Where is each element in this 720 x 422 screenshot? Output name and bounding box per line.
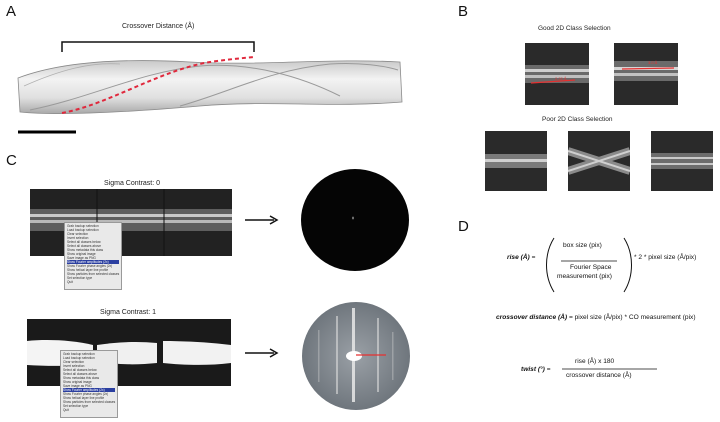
menu-top-item-10[interactable]: Show Fourier phase angles (2x) — [67, 264, 113, 268]
menu-bottom-item-2[interactable]: Clear selection — [63, 360, 85, 364]
sigma-0-classes-image — [30, 189, 232, 256]
twist-fraction-bar — [562, 368, 657, 370]
twist-equals: = — [546, 366, 551, 373]
poor-class-2[interactable] — [568, 131, 630, 191]
menu-bottom-item-5[interactable]: Select all classes above — [63, 372, 98, 376]
filament-surface — [17, 60, 403, 115]
menu-bottom-item-9-selected[interactable]: Show Fourier amplitudes (2x) — [63, 388, 115, 392]
arrow-right-icon — [245, 348, 279, 358]
sigma-1-classes-image — [27, 319, 231, 386]
rise-numerator: box size (pix) — [563, 242, 602, 249]
fft-sigma-0 — [301, 169, 409, 271]
menu-top-item-9-selected[interactable]: Show Fourier amplitudes (2x) — [67, 260, 119, 264]
context-menu-top[interactable]: Grab backup selection Load backup select… — [64, 222, 122, 290]
panel-label-a: A — [6, 3, 17, 20]
crossover-bracket-label: Crossover Distance (Å) — [122, 23, 195, 30]
menu-top-item-12[interactable]: Show particles from selected classes — [67, 272, 120, 276]
poor-class-1[interactable] — [485, 131, 547, 191]
panel-label-b: B — [458, 3, 469, 20]
menu-top-item-1[interactable]: Load backup selection — [67, 228, 99, 232]
poor-class-title: Poor 2D Class Selection — [542, 116, 613, 123]
menu-bottom-item-8[interactable]: Save image as PNG — [63, 384, 92, 388]
menu-top-item-11[interactable]: Show helical layer line profile — [67, 268, 109, 272]
menu-top-item-8[interactable]: Save image as PNG — [67, 256, 96, 260]
rise-denominator-1: Fourier Space — [570, 264, 612, 271]
menu-top-item-15[interactable]: Quit — [67, 280, 73, 284]
good-class-title: Good 2D Class Selection — [538, 25, 611, 32]
menu-bottom-item-1[interactable]: Load backup selection — [63, 356, 95, 360]
sigma-1-title: Sigma Contrast: 1 — [100, 309, 157, 316]
good-class-1-image — [525, 43, 589, 105]
menu-bottom-item-3[interactable]: Invert selection — [63, 364, 85, 368]
sigma-1-class-strip — [27, 319, 231, 386]
menu-top-item-0[interactable]: Grab backup selection — [67, 224, 99, 228]
menu-bottom-item-13[interactable]: Set selection type — [63, 404, 89, 408]
rise-lhs: rise (Å) — [507, 254, 530, 261]
sigma-0-class-strip — [30, 189, 232, 256]
rise-equation: rise (Å) = — [507, 254, 535, 261]
good-class-1[interactable]: 2.22 Å — [525, 43, 589, 105]
menu-top-item-7[interactable]: Show original image — [67, 252, 96, 256]
good-class-2[interactable]: 3.0 Å — [614, 43, 678, 105]
menu-bottom-item-12[interactable]: Show particles from selected classes — [63, 400, 116, 404]
crossover-equation: crossover distance (Å) = pixel size (Å/p… — [496, 314, 696, 321]
menu-top-item-4[interactable]: Select all classes below — [67, 240, 101, 244]
good-class-2-image — [614, 43, 678, 105]
crossover-helix-trace — [61, 56, 255, 114]
crossover-lhs: crossover distance (Å) — [496, 314, 568, 321]
twist-numerator: rise (Å) x 180 — [575, 358, 615, 365]
poor-class-1-image — [485, 131, 547, 191]
menu-bottom-item-4[interactable]: Select all classes below — [63, 368, 97, 372]
twist-lhs: twist (°) — [521, 366, 545, 373]
rise-equals: = — [531, 254, 536, 261]
rise-denominator-2: measurement (pix) — [557, 273, 612, 280]
menu-bottom-item-6[interactable]: Show metadata this class — [63, 376, 100, 380]
rise-tail: * 2 * pixel size (Å/pix) — [634, 254, 697, 261]
filament-model — [17, 41, 403, 134]
arrow-right-icon — [245, 215, 279, 225]
panel-label-d: D — [458, 218, 469, 235]
menu-bottom-item-7[interactable]: Show original image — [63, 380, 92, 384]
menu-top-item-13[interactable]: Set selection type — [67, 276, 93, 280]
poor-class-3[interactable] — [651, 131, 713, 191]
twist-denominator: crossover distance (Å) — [566, 372, 632, 379]
good-class-1-measure: 2.22 Å — [555, 76, 567, 81]
good-class-2-measure: 3.0 Å — [648, 60, 658, 65]
panel-label-c: C — [6, 152, 17, 169]
sigma-0-title: Sigma Contrast: 0 — [104, 180, 161, 187]
menu-bottom-item-10[interactable]: Show Fourier phase angles (2x) — [63, 392, 109, 396]
poor-class-2-image — [568, 131, 630, 191]
menu-bottom-item-11[interactable]: Show helical layer line profile — [63, 396, 105, 400]
menu-bottom-item-15[interactable]: Quit — [63, 408, 69, 412]
context-menu-bottom[interactable]: Grab backup selection Load backup select… — [60, 350, 118, 418]
poor-class-3-image — [651, 131, 713, 191]
menu-bottom-item-0[interactable]: Grab backup selection — [63, 352, 95, 356]
crossover-rhs: = pixel size (Å/pix) * CO measurement (p… — [568, 314, 696, 321]
menu-top-item-2[interactable]: Clear selection — [67, 232, 89, 236]
menu-top-item-5[interactable]: Select all classes above — [67, 244, 102, 248]
crossover-bracket — [61, 41, 255, 52]
menu-top-item-3[interactable]: Invert selection — [67, 236, 89, 240]
twist-equation: twist (°) = — [521, 366, 551, 373]
rise-parentheses — [546, 237, 632, 293]
menu-top-item-6[interactable]: Show metadata this class — [67, 248, 104, 252]
fft-sigma-1 — [302, 302, 410, 410]
